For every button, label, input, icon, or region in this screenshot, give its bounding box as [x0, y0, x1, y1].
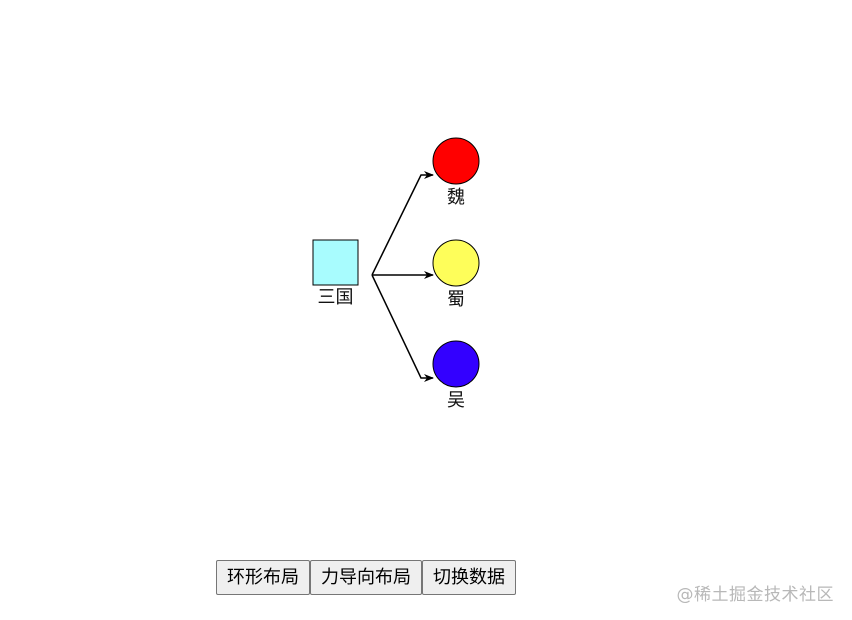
edge-to-wei [371, 171, 434, 276]
node-shu-label: 蜀 [447, 289, 465, 310]
edge-to-wu [371, 274, 434, 382]
circular-layout-button[interactable]: 环形布局 [216, 560, 310, 595]
force-layout-button[interactable]: 力导向布局 [310, 560, 422, 595]
switch-data-button[interactable]: 切换数据 [422, 560, 516, 595]
root-node-square[interactable] [312, 239, 359, 286]
root-node-label: 三国 [318, 287, 354, 308]
node-wu-label: 吴 [447, 390, 465, 411]
watermark-text: @稀土掘金技术社区 [676, 585, 834, 605]
node-wu-circle[interactable] [432, 340, 480, 388]
node-wei-circle[interactable] [432, 137, 480, 185]
layout-toolbar: 环形布局 力导向布局 切换数据 [216, 560, 516, 595]
node-wei-label: 魏 [447, 187, 465, 208]
node-shu-circle[interactable] [432, 239, 480, 287]
